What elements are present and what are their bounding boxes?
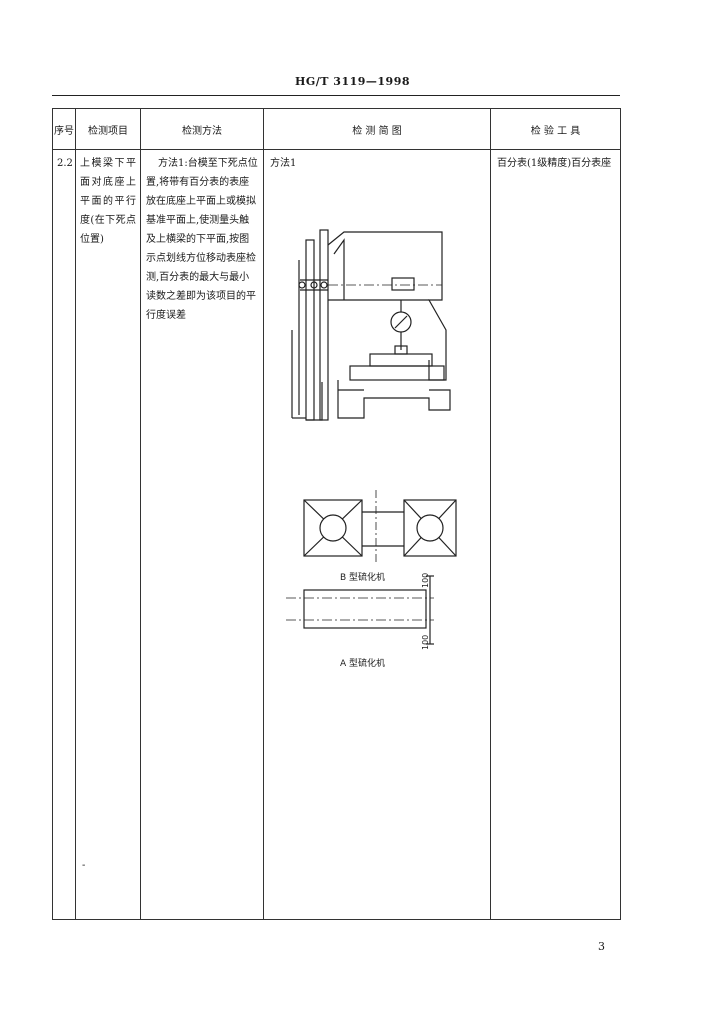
inspection-table: 序号 检测项目 检测方法 检 测 简 图 检 验 工 具 2.2 上模梁下平面对…: [52, 108, 621, 920]
tail-mark: -: [82, 860, 86, 871]
caption-b-type: B 型硫化机: [340, 571, 385, 583]
row-diagram-cell: 方法1: [263, 149, 491, 920]
row-tool-cell: 百分表(1级精度)百分表座: [490, 149, 621, 920]
measurement-diagram: 100 100 B 型硫化机 A 型硫化机: [286, 229, 457, 669]
col-header-no: 序号: [52, 108, 76, 150]
row-item-cell: 上模梁下平面对底座上平面的平行度(在下死点位置): [75, 149, 141, 920]
press-top-view: [303, 490, 457, 564]
dimension-top-label: 100: [421, 573, 430, 588]
row-method-cell: 方法1:台模至下死点位置,将带有百分表的表座放在底座上平面上或模拟基准平面上,使…: [140, 149, 264, 920]
col-header-diagram: 检 测 简 图: [263, 108, 491, 150]
diagram-method-label: 方法1: [270, 158, 297, 169]
row-tool: 百分表(1级精度)百分表座: [497, 158, 612, 169]
header-rule: [52, 95, 620, 96]
col-header-method: 检测方法: [140, 108, 264, 150]
row-no: 2.2: [57, 158, 73, 169]
col-header-item: 检测项目: [75, 108, 141, 150]
dimension-bottom-label: 100: [421, 635, 430, 650]
page-number: 3: [598, 940, 605, 953]
col-header-tool: 检 验 工 具: [490, 108, 621, 150]
press-side-view: [291, 229, 451, 421]
table-row: 2.2 上模梁下平面对底座上平面的平行度(在下死点位置) 方法1:台模至下死点位…: [52, 149, 621, 920]
row-item: 上模梁下平面对底座上平面的平行度(在下死点位置): [80, 158, 136, 245]
row-no-cell: 2.2: [52, 149, 76, 920]
platen-dimension-view: [286, 575, 434, 645]
standard-number-header: HG/T 3119—1998: [294, 75, 411, 88]
caption-a-type: A 型硫化机: [340, 657, 385, 669]
row-method: 方法1:台模至下死点位置,将带有百分表的表座放在底座上平面上或模拟基准平面上,使…: [146, 158, 258, 321]
